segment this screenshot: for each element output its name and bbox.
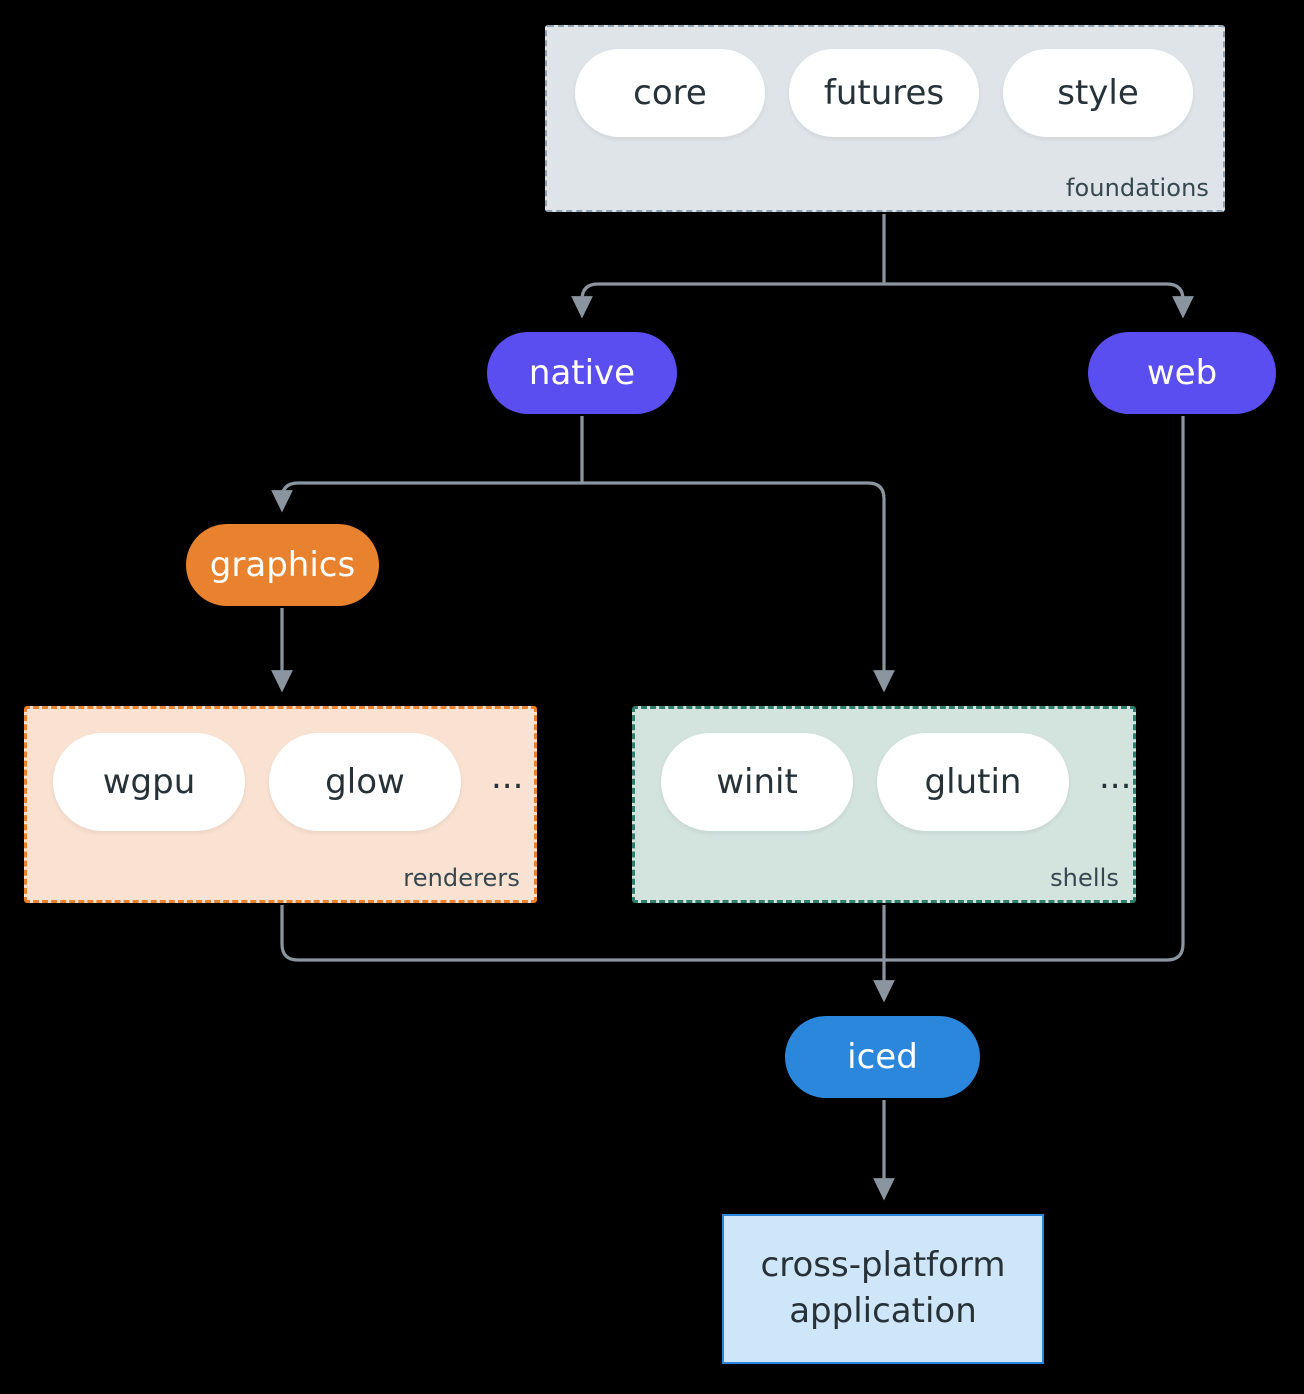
node-glutin-label: glutin xyxy=(924,762,1022,802)
group-renderers: wgpu glow ... renderers xyxy=(24,706,537,903)
node-style-label: style xyxy=(1057,73,1139,113)
node-glow-label: glow xyxy=(325,762,405,802)
node-style[interactable]: style xyxy=(1003,49,1193,137)
node-core[interactable]: core xyxy=(575,49,765,137)
group-shells-items: winit glutin ... xyxy=(661,733,1131,831)
group-renderers-items: wgpu glow ... xyxy=(53,733,523,831)
node-core-label: core xyxy=(633,73,707,113)
shells-ellipsis: ... xyxy=(1099,756,1132,797)
group-foundations: core futures style foundations xyxy=(545,25,1225,212)
group-shells-label: shells xyxy=(1050,864,1119,892)
node-application-line2: application xyxy=(789,1291,977,1331)
edge-foundations-to-native xyxy=(571,282,884,319)
node-native[interactable]: native xyxy=(487,332,677,414)
node-glutin[interactable]: glutin xyxy=(877,733,1069,831)
node-native-label: native xyxy=(528,353,636,393)
node-futures[interactable]: futures xyxy=(789,49,979,137)
edge-renderers-to-iced xyxy=(280,905,884,962)
node-graphics-label: graphics xyxy=(209,545,356,585)
node-web[interactable]: web xyxy=(1088,332,1276,414)
node-futures-label: futures xyxy=(823,73,945,113)
node-wgpu-label: wgpu xyxy=(102,762,196,802)
node-application-line1: cross-platform xyxy=(760,1245,1006,1286)
edge-native-to-graphics xyxy=(271,481,582,513)
renderers-ellipsis: ... xyxy=(491,756,524,797)
node-web-label: web xyxy=(1146,353,1218,393)
node-winit-label: winit xyxy=(716,762,798,802)
node-iced[interactable]: iced xyxy=(785,1016,980,1098)
node-winit[interactable]: winit xyxy=(661,733,853,831)
group-renderers-label: renderers xyxy=(403,864,520,892)
edge-foundations-to-web xyxy=(884,282,1194,319)
node-iced-label: iced xyxy=(847,1037,918,1077)
node-wgpu[interactable]: wgpu xyxy=(53,733,245,831)
group-shells: winit glutin ... shells xyxy=(632,706,1136,903)
node-cross-platform-application[interactable]: cross-platform application xyxy=(722,1214,1044,1364)
group-foundations-items: core futures style xyxy=(575,49,1193,137)
node-glow[interactable]: glow xyxy=(269,733,461,831)
group-foundations-label: foundations xyxy=(1065,174,1209,202)
edge-native-to-shells xyxy=(582,481,895,693)
node-graphics[interactable]: graphics xyxy=(186,524,379,606)
